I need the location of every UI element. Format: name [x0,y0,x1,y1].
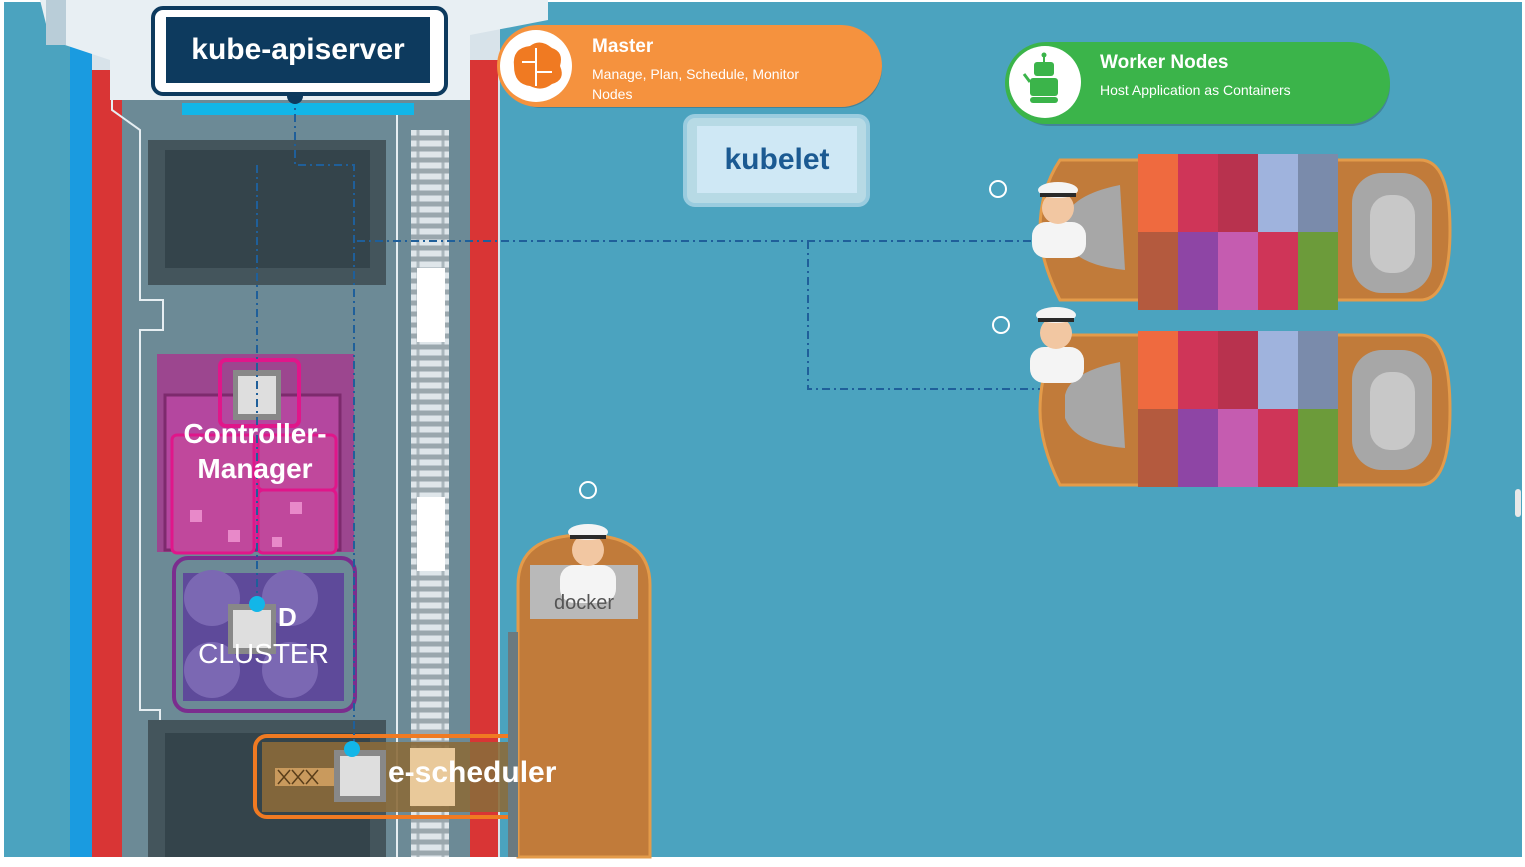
node-marker-1 [989,180,1007,198]
captain-icon-2 [1030,307,1084,383]
worker-ship-1 [1038,154,1452,310]
controller-manager-label-line1: Controller- [183,418,327,449]
kube-apiserver-label: kube-apiserver [191,33,405,66]
etcd-label-line1: D [278,602,297,632]
kubelet-label: kubelet [724,143,830,176]
robot-icon [1022,52,1058,103]
kubelet-box [683,114,870,207]
legend-worker-subtitle: Host Application as Containers [1100,82,1291,98]
etcd-label-line2: CLUSTER [198,638,329,669]
legend-master-subtitle-line2: Nodes [592,86,633,102]
scrollbar-thumb[interactable] [1515,489,1521,517]
legend-master-subtitle-line1: Manage, Plan, Schedule, Monitor [592,66,800,82]
brain-icon [513,42,562,89]
node-marker-2 [992,316,1010,334]
captain-icon-1 [1032,182,1086,258]
controller-manager-label-line2: Manager [197,453,313,484]
legend-master-title: Master [592,36,654,57]
kube-apiserver-box [151,6,448,96]
scheduler-label: e-scheduler [388,756,557,789]
legend-master-pill [497,25,882,108]
etcd-cluster-block [172,556,357,713]
worker-ship-2 [1038,331,1452,487]
controller-manager-block [157,354,354,555]
connector-lines [256,96,1045,750]
legend-worker-title: Worker Nodes [1100,52,1229,73]
node-marker-3 [579,481,597,499]
captain-icon-3 [560,524,616,603]
docker-label: docker [553,592,615,614]
